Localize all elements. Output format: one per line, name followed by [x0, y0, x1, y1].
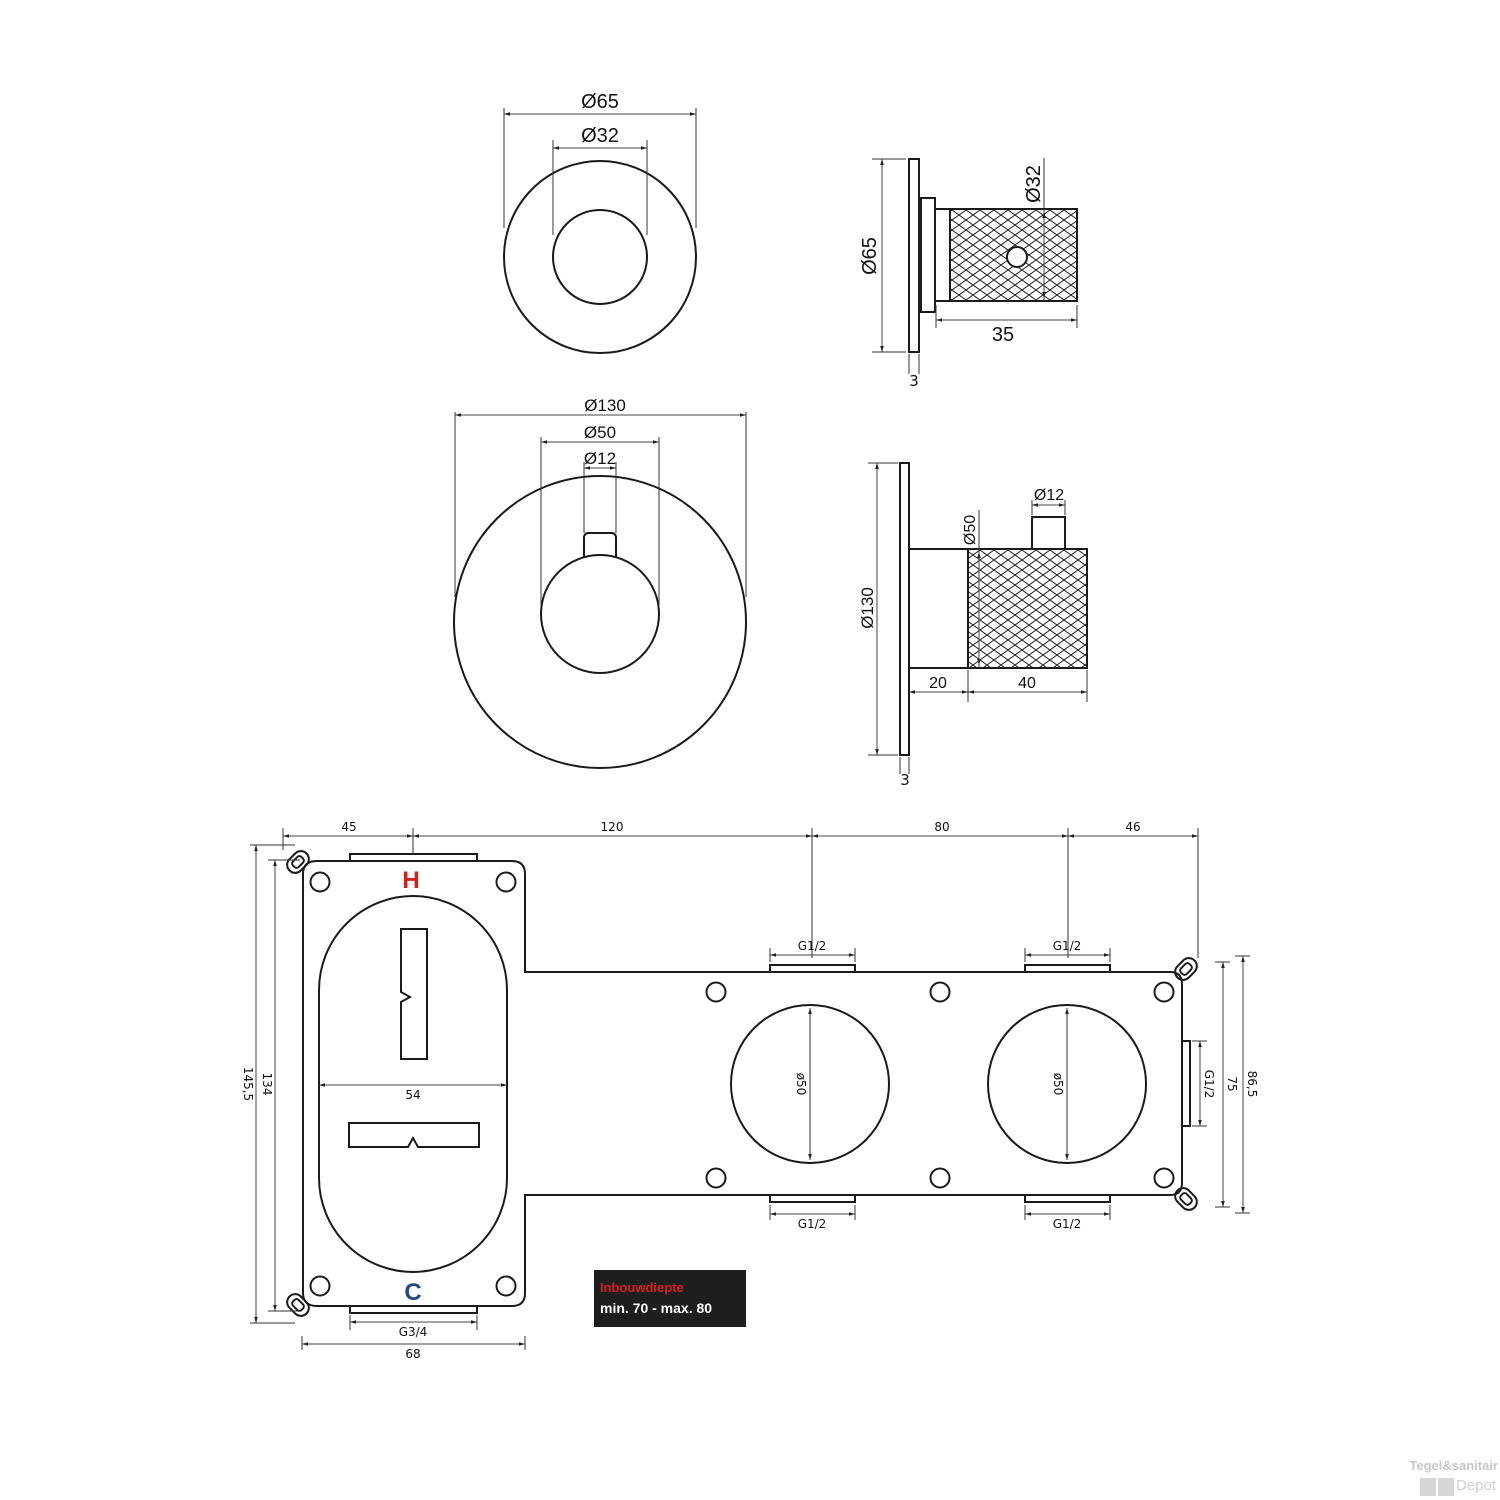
dim-small-plate: 3	[909, 372, 919, 390]
dim-top-3: 80	[934, 820, 949, 834]
dim-height-inner: 134	[260, 1073, 274, 1096]
large-rosette-side-view: Ø130 Ø50 Ø12 20 40 3	[858, 462, 1088, 789]
dim-bottom-connection: G3/4	[399, 1325, 428, 1339]
small-rosette-front-view: Ø65 Ø32	[503, 91, 697, 354]
watermark-brand: Tegel&sanitair	[1409, 1458, 1498, 1473]
dim-top-2: 120	[601, 820, 624, 834]
dim-hole-1: ø50	[794, 1073, 808, 1096]
dim-small-side-length: 35	[992, 324, 1014, 346]
dim-inner-width: 54	[405, 1088, 420, 1102]
dim-height-outer: 145,5	[241, 1067, 255, 1101]
dim-port-side: G1/2	[1202, 1070, 1216, 1099]
dim-top-1: 45	[341, 820, 356, 834]
dim-right-outer: 86,5	[1245, 1071, 1259, 1098]
dim-hole-2: ø50	[1051, 1073, 1065, 1096]
dim-port-top-1: G1/2	[798, 939, 827, 953]
dim-small-inner: Ø32	[581, 125, 619, 147]
dim-small-side-knob: Ø32	[1023, 165, 1045, 203]
watermark-sub: Depot	[1455, 1477, 1496, 1494]
concealed-housing: ø50 ø50 45 120 80 46 H C 54 G3/4	[241, 820, 1259, 1361]
dim-large-side-knob: Ø50	[962, 515, 979, 545]
dim-right-inner: 75	[1225, 1076, 1239, 1091]
tile-icon	[1438, 1478, 1454, 1496]
dim-large-side-lever: Ø12	[1034, 487, 1064, 504]
small-rosette-side-view: Ø65 Ø32 35 3	[859, 158, 1078, 390]
dim-port-bottom-1: G1/2	[798, 1217, 827, 1231]
depth-value: min. 70 - max. 80	[600, 1300, 713, 1316]
hot-label: H	[402, 867, 419, 894]
dim-large-side-knob-length: 40	[1018, 675, 1036, 692]
dim-top-4: 46	[1125, 820, 1140, 834]
dim-large-knob: Ø50	[584, 423, 616, 442]
dim-large-plate: 3	[900, 771, 910, 789]
cold-label: C	[404, 1279, 421, 1306]
dim-port-bottom-2: G1/2	[1053, 1217, 1082, 1231]
dim-large-side-height: Ø130	[858, 587, 877, 629]
large-rosette-front-view: Ø130 Ø50 Ø12	[453, 396, 747, 769]
dim-small-outer: Ø65	[581, 91, 619, 113]
watermark-logo: Tegel&sanitair Depot	[1409, 1458, 1500, 1500]
dim-overall-width: 68	[405, 1347, 420, 1361]
depth-title: Inbouwdiepte	[600, 1280, 684, 1295]
dim-small-side-height: Ø65	[859, 237, 881, 275]
dim-large-outer: Ø130	[584, 396, 626, 415]
drop-icon	[1420, 1478, 1436, 1496]
installation-depth-note: Inbouwdiepte min. 70 - max. 80	[594, 1270, 746, 1327]
dim-large-lever: Ø12	[584, 449, 616, 468]
dim-port-top-2: G1/2	[1053, 939, 1082, 953]
dim-large-side-neck: 20	[929, 675, 947, 692]
